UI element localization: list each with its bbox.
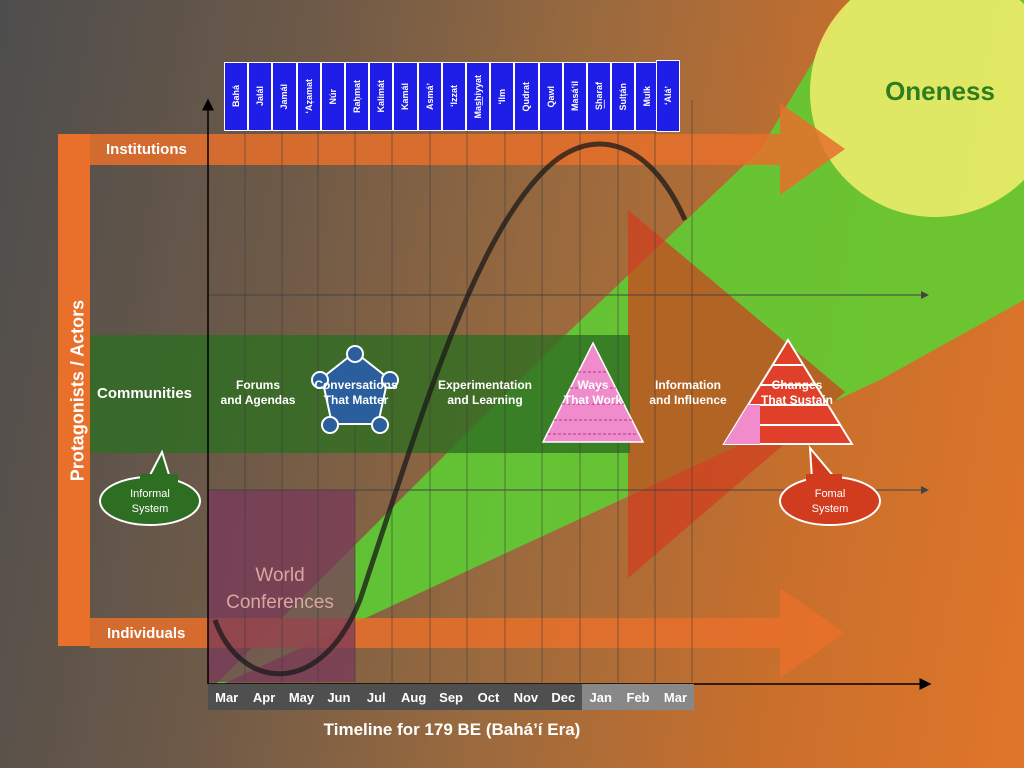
bahai-month-name: ʻAẓamat: [303, 79, 314, 114]
bahai-month-name: S͟haraf: [594, 82, 605, 111]
informal-callout-bubble: [99, 449, 201, 526]
bahai-month-name: Jamál: [279, 83, 290, 110]
bahai-month-name: ʻIlm: [497, 88, 508, 105]
bahai-month-name: Kalimát: [376, 80, 387, 113]
bahai-month-box: Jalál: [248, 62, 273, 131]
pentagon-network-icon: [311, 345, 399, 434]
gregorian-month-cell: Feb: [619, 684, 657, 710]
gregorian-month-cell: May: [282, 684, 321, 710]
protagonists-bar: [58, 134, 90, 646]
bahai-month-name: ʻIzzat: [448, 85, 459, 108]
bahai-month-name: Masáʼil: [569, 81, 580, 112]
gregorian-month-cell: Sep: [432, 684, 470, 710]
row-title-institutions: Institutions: [106, 141, 187, 158]
gregorian-month-cell: Jan: [582, 684, 620, 710]
bahai-month-box: Qudrat: [514, 62, 539, 131]
row-title-individuals: Individuals: [107, 625, 186, 642]
bahai-month-box: Asmáʼ: [417, 62, 442, 131]
gregorian-month-cell: Dec: [544, 684, 582, 710]
gregorian-month-cell: Mar: [656, 684, 695, 710]
bahai-month-name: Mulk: [642, 86, 653, 107]
bahai-month-name: Raḥmat: [352, 79, 363, 113]
vertical-axis-label: Protagonists / Actors: [67, 299, 88, 482]
gregorian-month-cell: Oct: [469, 684, 508, 710]
bahai-month-name: ʻAláʼ: [663, 86, 673, 106]
layered-pyramid-icon: [722, 338, 854, 445]
bahai-month-name: Núr: [327, 88, 338, 105]
oneness-title: Oneness: [885, 76, 995, 106]
bahai-month-box: ʻIzzat: [441, 62, 466, 131]
bahai-month-box: Kamál: [393, 62, 418, 131]
bahai-month-box: Jamál: [272, 62, 297, 131]
oneness-circle: [810, 0, 1024, 217]
bahai-month-name: Asmáʼ: [424, 82, 435, 110]
bahai-month-name: Kamál: [400, 82, 411, 110]
gregorian-month-cell: Apr: [245, 684, 283, 710]
bahai-month-name: Qawl: [545, 85, 556, 108]
bahai-month-name: Jalál: [255, 86, 266, 107]
bahai-month-box: ʻAláʼ: [656, 60, 680, 132]
bahai-month-box: Raḥmat: [345, 62, 370, 131]
bahai-month-box: Masáʼil: [562, 62, 587, 131]
bahai-month-name: Qudrat: [521, 81, 532, 112]
bahai-month-box: Mas͟hiyyat: [466, 62, 491, 131]
bahai-month-box: S͟haraf: [587, 62, 612, 131]
gregorian-month-cell: Jul: [357, 684, 395, 710]
row-title-communities: Communities: [97, 385, 193, 402]
bahai-month-name: Mas͟hiyyat: [473, 74, 484, 119]
striped-triangle-icon: [541, 341, 645, 443]
bahai-month-box: ʻIlm: [490, 62, 515, 131]
s-curve: [212, 141, 688, 677]
bahai-month-box: ʻAẓamat: [296, 62, 321, 131]
bahai-month-box: Núr: [320, 62, 345, 131]
bahai-month-name: Bahá: [231, 85, 242, 108]
bahai-month-box: Bahá: [224, 62, 249, 131]
gregorian-month-cell: Nov: [507, 684, 545, 710]
formal-callout-bubble: [779, 445, 881, 526]
bahai-month-box: Qawl: [538, 62, 563, 131]
gregorian-month-cell: Aug: [395, 684, 433, 710]
timeline-caption: Timeline for 179 BE (Bahá’í Era): [323, 720, 581, 739]
bahai-month-box: Sulṭán: [611, 62, 636, 131]
bahai-month-name: Sulṭán: [618, 82, 629, 111]
bahai-month-box: Kalimát: [369, 62, 394, 131]
red-wedge: [628, 210, 845, 578]
gregorian-month-cell: Jun: [320, 684, 358, 710]
gregorian-month-cell: Mar: [208, 684, 246, 710]
